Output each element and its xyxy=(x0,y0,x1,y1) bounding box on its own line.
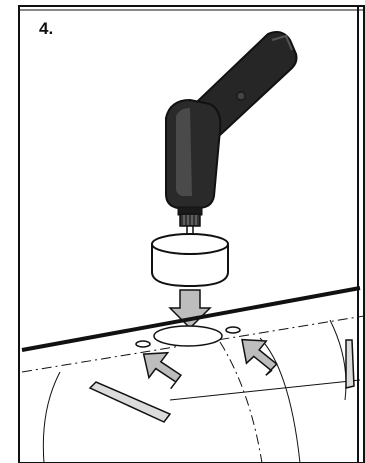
up-arrow-icon xyxy=(144,336,278,392)
power-drill-icon xyxy=(166,32,297,240)
tape-strips xyxy=(90,340,354,422)
hole-markings xyxy=(136,326,240,347)
step-number: 4. xyxy=(39,20,53,37)
hole-saw-icon xyxy=(152,234,228,286)
